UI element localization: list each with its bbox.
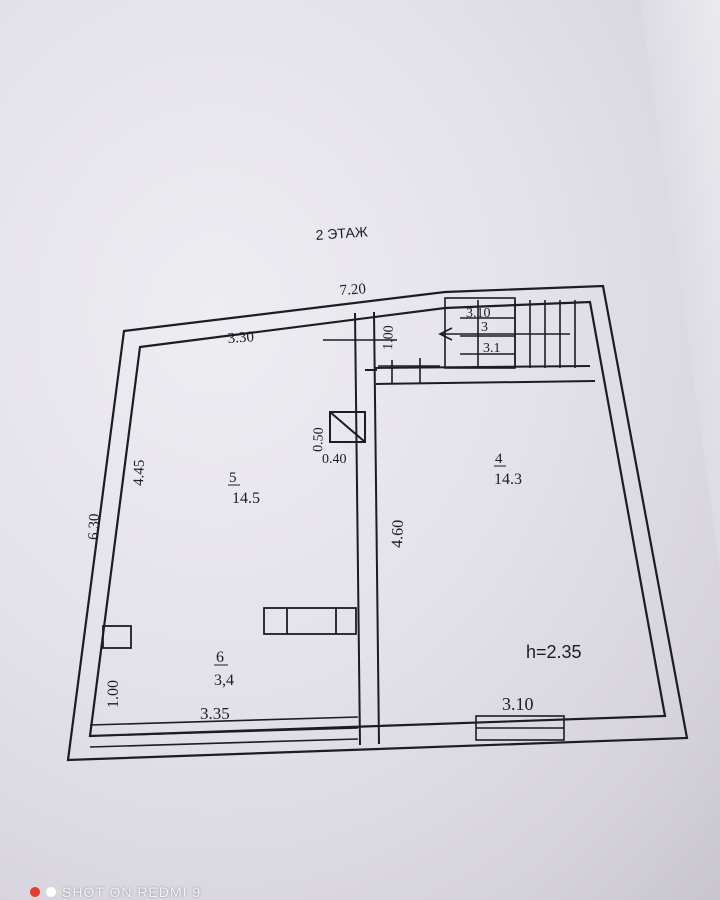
room-area: 14.3 (494, 471, 522, 488)
window-element (263, 607, 357, 635)
dim-left-overall: 6.30 (86, 513, 103, 540)
room-area: 14.5 (232, 490, 260, 507)
dim-room6-bottom: 3.35 (200, 704, 230, 723)
bottom-window-right (475, 715, 565, 741)
dim-room5-top: 3.30 (227, 329, 254, 347)
dim-duct-width: 0.40 (322, 452, 347, 467)
dim-top-overall: 7.20 (339, 281, 366, 299)
dim-room4-left: 4.60 (389, 520, 407, 549)
wall-niche (102, 625, 132, 649)
room-number: 6 (216, 649, 224, 666)
ceiling-height: h=2.35 (526, 642, 582, 662)
dim-stair-top: 3.10 (466, 306, 491, 321)
dim-duct-height: 0.50 (311, 427, 327, 452)
camera-watermark: SHOT ON REDMI 9 (30, 884, 201, 900)
room-number: 5 (229, 470, 237, 486)
red-dot-icon (30, 887, 40, 897)
partition-wall (354, 311, 596, 746)
watermark-text: SHOT ON REDMI 9 (62, 884, 202, 900)
dim-room4-bottom: 3.10 (502, 694, 534, 714)
room-area: 3,4 (214, 672, 234, 689)
bottom-window-left (89, 716, 359, 748)
dim-stair-low: 3.1 (483, 341, 501, 356)
room-6-label: 6 3,4 (214, 649, 234, 689)
outer-walls (66, 284, 689, 762)
door-marks (323, 339, 440, 384)
dim-stair-mid: 3 (481, 320, 488, 335)
floor-title: 2 ЭТАЖ (315, 223, 368, 243)
white-dot-icon (46, 887, 56, 897)
room-5-label: 5 14.5 (228, 470, 260, 507)
dim-stair-vertical: 1.00 (381, 325, 397, 350)
dim-room5-left: 4.45 (131, 459, 148, 486)
ventilation-duct (329, 411, 366, 443)
room-4-label: 4 14.3 (494, 451, 522, 488)
dim-room6-left: 1.00 (105, 680, 122, 708)
room-number: 4 (495, 451, 503, 467)
staircase (438, 297, 576, 369)
